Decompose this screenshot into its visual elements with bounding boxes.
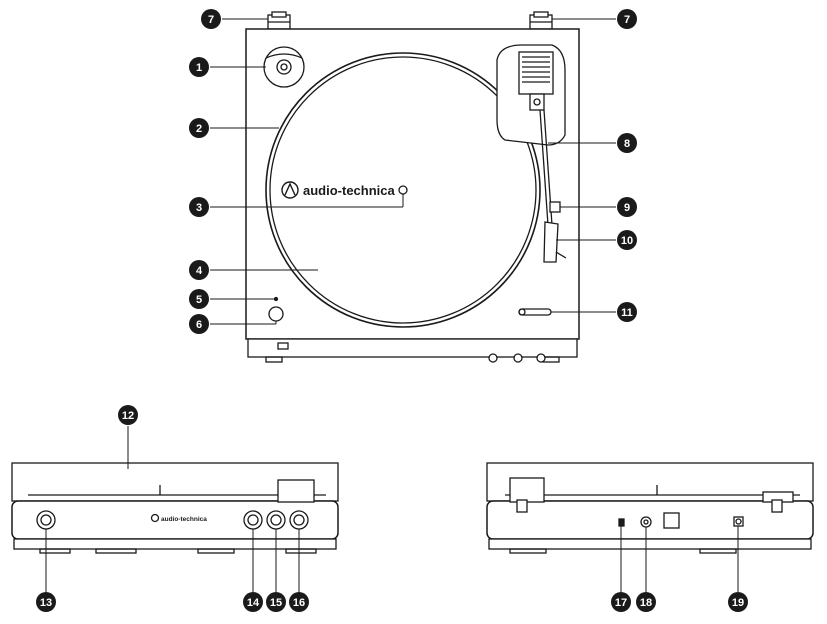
- callout-17: 17: [611, 592, 631, 612]
- svg-text:17: 17: [615, 597, 627, 609]
- leader-lines: [45, 18, 739, 592]
- callout-3: 3: [189, 197, 209, 217]
- callout-10: 10: [617, 230, 637, 250]
- svg-text:14: 14: [247, 597, 260, 609]
- headshell: [543, 221, 567, 263]
- svg-text:2: 2: [196, 123, 202, 135]
- platter-brand-text: audio-technica: [303, 183, 396, 198]
- svg-text:8: 8: [624, 138, 630, 150]
- callout-7-right: 7: [617, 9, 637, 29]
- callout-1: 1: [189, 57, 209, 77]
- front-knob-16: [289, 510, 309, 530]
- front-panel: [247, 338, 578, 358]
- front-knob-14: [243, 510, 263, 530]
- front-knob-left: [488, 353, 498, 363]
- callout-19: 19: [728, 592, 748, 612]
- callout-2: 2: [189, 118, 209, 138]
- callout-badges: 1 2 3 4 5 6 7 7 8 9 10 11 12 13 14 15 16…: [36, 9, 748, 612]
- callout-13: 13: [36, 592, 56, 612]
- callout-11: 11: [617, 302, 637, 322]
- dust-cover-hinge-left: [267, 11, 291, 30]
- front-view: [11, 462, 339, 554]
- front-knob-right: [536, 353, 546, 363]
- svg-text:3: 3: [196, 202, 202, 214]
- svg-text:18: 18: [640, 597, 652, 609]
- svg-text:5: 5: [196, 294, 202, 306]
- callout-15: 15: [266, 592, 286, 612]
- front-knob-15: [266, 510, 286, 530]
- callout-8: 8: [617, 133, 637, 153]
- svg-text:13: 13: [40, 597, 52, 609]
- svg-text:7: 7: [624, 14, 630, 26]
- power-led: [273, 296, 279, 302]
- callout-12: 12: [118, 405, 138, 425]
- foot-front-left: [265, 356, 283, 363]
- arm-rest: [549, 201, 561, 213]
- phono-line-switch: [618, 518, 625, 527]
- front-brand-text: audio-technica: [161, 516, 207, 523]
- tonearm-base: [496, 44, 566, 146]
- svg-text:4: 4: [196, 265, 203, 277]
- start-stop-button: [268, 306, 284, 322]
- svg-text:6: 6: [196, 319, 202, 331]
- tonearm-lift-control: [518, 308, 552, 316]
- callout-6: 6: [189, 314, 209, 334]
- callout-9: 9: [617, 197, 637, 217]
- platter-logo: [281, 181, 299, 199]
- svg-text:19: 19: [732, 597, 744, 609]
- front-switch-left: [277, 342, 289, 350]
- rca-output-jack: [640, 516, 652, 528]
- front-foot-knob-left: [36, 510, 56, 530]
- svg-text:12: 12: [122, 410, 134, 422]
- callout-4: 4: [189, 260, 209, 280]
- usb-port: [663, 512, 680, 529]
- svg-text:7: 7: [208, 14, 214, 26]
- svg-text:16: 16: [293, 597, 305, 609]
- callout-16: 16: [289, 592, 309, 612]
- spindle: [398, 185, 408, 195]
- callout-18: 18: [636, 592, 656, 612]
- svg-text:15: 15: [270, 597, 282, 609]
- callout-7-left: 7: [201, 9, 221, 29]
- callout-14: 14: [243, 592, 263, 612]
- front-knob-mid: [513, 353, 523, 363]
- svg-text:1: 1: [196, 62, 202, 74]
- dc-input-jack: [733, 516, 744, 527]
- dust-cover-hinge-right: [529, 11, 553, 30]
- callout-5: 5: [189, 289, 209, 309]
- svg-text:10: 10: [621, 235, 633, 247]
- svg-text:11: 11: [621, 307, 633, 319]
- 45-rpm-adapter: [263, 46, 305, 88]
- top-view: [245, 11, 580, 363]
- svg-text:9: 9: [624, 202, 630, 214]
- rear-view: [486, 462, 814, 554]
